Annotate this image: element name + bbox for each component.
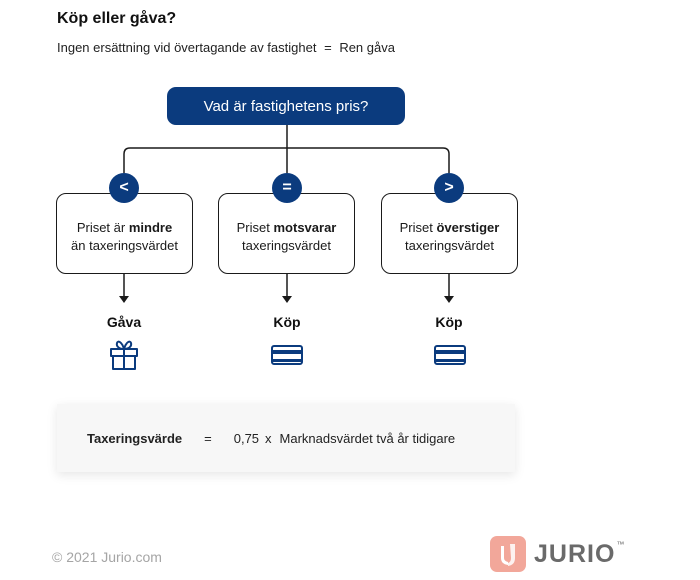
- branch-box-greater: Priset överstiger taxeringsvärdet: [381, 193, 518, 274]
- branch-line1: Priset motsvarar: [237, 219, 337, 237]
- branch-prefix: Priset är: [76, 219, 129, 235]
- jurio-logo-mark-icon: [490, 536, 526, 572]
- formula-times: x: [265, 430, 272, 446]
- branch-line1: Priset är mindre: [77, 219, 172, 237]
- arrow-head-right: [444, 296, 454, 303]
- branch-keyword: motsvarar: [273, 219, 337, 235]
- subtitle-right: Ren gåva: [339, 40, 395, 55]
- badge-greater-than: >: [434, 173, 464, 203]
- credit-card-icon: [271, 345, 303, 365]
- badge-equals: =: [272, 173, 302, 203]
- logo-text: JURIO: [534, 539, 616, 568]
- subtitle-equals: =: [324, 40, 332, 55]
- formula-box: Taxeringsvärde = 0,75 x Marknadsvärdet t…: [57, 404, 515, 472]
- gift-icon: [110, 340, 138, 370]
- branch-line2: än taxeringsvärdet: [71, 237, 178, 253]
- branch-line1: Priset överstiger: [400, 219, 500, 237]
- branch-line2: taxeringsvärdet: [242, 237, 331, 253]
- arrow-head-left: [119, 296, 129, 303]
- branch-line: [123, 147, 450, 173]
- logo-trademark: ™: [616, 540, 625, 549]
- branch-prefix: Priset: [399, 219, 437, 235]
- outcome-gift-label: Gåva: [106, 314, 142, 330]
- diagram-title: Köp eller gåva?: [57, 10, 177, 27]
- branch-keyword: överstiger: [436, 219, 500, 235]
- branch-box-less: Priset är mindre än taxeringsvärdet: [56, 193, 193, 274]
- credit-card-icon: [434, 345, 466, 365]
- branch-line2: taxeringsvärdet: [405, 237, 494, 253]
- badge-less-than: <: [109, 173, 139, 203]
- formula-rhs: Marknadsvärdet två år tidigare: [279, 430, 456, 446]
- branch-box-equal: Priset motsvarar taxeringsvärdet: [218, 193, 355, 274]
- branch-prefix: Priset: [236, 219, 274, 235]
- formula-term: Taxeringsvärde: [87, 430, 183, 446]
- formula-equals: =: [204, 430, 212, 446]
- outcome-purchase-label: Köp: [435, 314, 463, 330]
- subtitle-left: Ingen ersättning vid övertagande av fast…: [57, 40, 317, 55]
- copyright-text: © 2021 Jurio.com: [52, 549, 162, 565]
- arrow-head-middle: [282, 296, 292, 303]
- outcome-purchase-label: Köp: [273, 314, 301, 330]
- jurio-logo: JURIO ™: [490, 536, 624, 572]
- diagram-subtitle: Ingen ersättning vid övertagande av fast…: [57, 40, 395, 55]
- branch-keyword: mindre: [128, 219, 173, 235]
- question-box: Vad är fastighetens pris?: [167, 87, 405, 125]
- formula-coefficient: 0,75: [233, 430, 260, 446]
